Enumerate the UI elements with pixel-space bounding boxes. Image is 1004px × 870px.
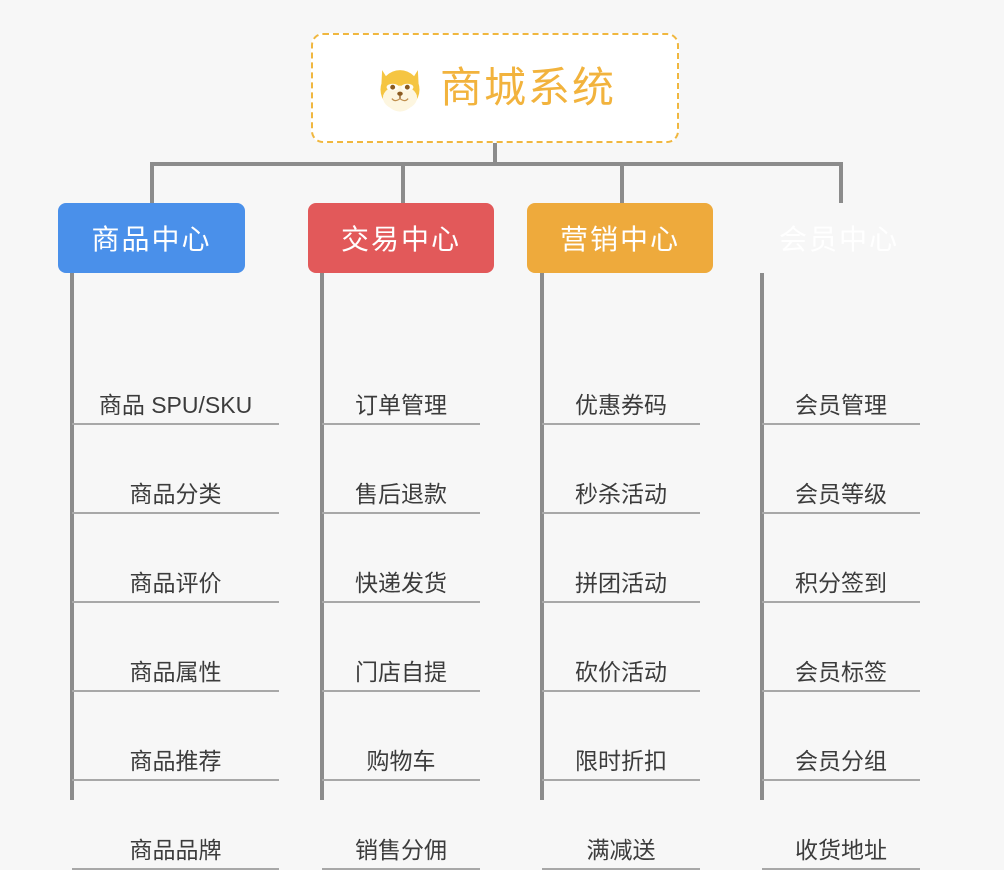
connector-segment (620, 162, 624, 203)
leaf-item[interactable]: 收货地址 (762, 822, 920, 870)
root-node-shop-system[interactable]: 商城系统 (311, 33, 679, 143)
leaf-item-label: 订单管理 (355, 392, 447, 418)
leaf-item-label: 购物车 (366, 748, 436, 774)
category-column-1: 商品中心商品 SPU/SKU 商品分类商品评价商品属性商品推荐商品品牌 (58, 203, 279, 870)
leaf-item-label: 门店自提 (355, 659, 447, 685)
leaf-item-label: 商品分类 (129, 481, 222, 507)
category-node-label: 会员中心 (778, 224, 899, 255)
connector-segment (493, 143, 497, 166)
leaf-item[interactable]: 商品 SPU/SKU (72, 377, 279, 425)
connector-segment (70, 273, 74, 800)
leaf-item-label: 会员管理 (795, 392, 887, 418)
leaf-item[interactable]: 销售分佣 (322, 822, 480, 870)
leaf-item-label: 商品推荐 (129, 748, 222, 774)
leaf-item[interactable]: 门店自提 (322, 644, 480, 692)
leaf-item-label: 快递发货 (355, 570, 447, 596)
category-node-1[interactable]: 商品中心 (58, 203, 245, 273)
leaf-item[interactable]: 会员标签 (762, 644, 920, 692)
leaf-item-label: 限时折扣 (575, 748, 667, 774)
leaf-item-label: 优惠券码 (575, 392, 667, 418)
leaf-item[interactable]: 商品分类 (72, 466, 279, 514)
leaf-item[interactable]: 会员分组 (762, 733, 920, 781)
connector-segment (760, 273, 764, 800)
leaf-item[interactable]: 商品品牌 (72, 822, 279, 870)
connector-segment (540, 273, 544, 800)
category-node-4[interactable]: 会员中心 (746, 203, 932, 273)
category-column-3: 营销中心优惠券码秒杀活动拼团活动砍价活动限时折扣满减送 (527, 203, 713, 870)
leaf-item[interactable]: 购物车 (322, 733, 480, 781)
leaf-item[interactable]: 快递发货 (322, 555, 480, 603)
leaf-item[interactable]: 会员管理 (762, 377, 920, 425)
leaf-item[interactable]: 秒杀活动 (542, 466, 700, 514)
leaf-item[interactable]: 满减送 (542, 822, 700, 870)
connector-segment (401, 162, 405, 203)
leaf-item[interactable]: 限时折扣 (542, 733, 700, 781)
leaf-item[interactable]: 会员等级 (762, 466, 920, 514)
leaf-item-label: 积分签到 (795, 570, 887, 596)
leaf-item[interactable]: 优惠券码 (542, 377, 700, 425)
leaf-item-label: 会员分组 (795, 748, 887, 774)
category-node-label: 营销中心 (559, 224, 680, 255)
category-column-4: 会员中心会员管理会员等级积分签到会员标签会员分组收货地址 (746, 203, 932, 870)
connector-segment (320, 273, 324, 800)
category-node-label: 商品中心 (91, 224, 212, 255)
leaf-item-label: 砍价活动 (575, 659, 667, 685)
leaf-item[interactable]: 商品评价 (72, 555, 279, 603)
category-node-2[interactable]: 交易中心 (308, 203, 494, 273)
root-node-label: 商城系统 (439, 64, 616, 111)
leaf-item[interactable]: 商品属性 (72, 644, 279, 692)
category-node-3[interactable]: 营销中心 (527, 203, 713, 273)
leaf-item-label: 商品评价 (129, 570, 222, 596)
leaf-item[interactable]: 积分签到 (762, 555, 920, 603)
leaf-item[interactable]: 售后退款 (322, 466, 480, 514)
connector-segment (150, 162, 843, 166)
category-node-label: 交易中心 (340, 224, 461, 255)
connector-segment (839, 162, 843, 203)
leaf-item-label: 商品属性 (129, 659, 222, 685)
dog-face-icon (380, 70, 420, 112)
leaf-item[interactable]: 商品推荐 (72, 733, 279, 781)
leaf-item[interactable]: 拼团活动 (542, 555, 700, 603)
leaf-item-label: 商品 SPU/SKU (98, 392, 253, 418)
leaf-item-label: 售后退款 (355, 481, 447, 507)
leaf-item-label: 秒杀活动 (575, 481, 667, 507)
leaf-item-label: 会员等级 (795, 481, 887, 507)
category-column-2: 交易中心订单管理售后退款快递发货门店自提购物车销售分佣 (308, 203, 494, 870)
leaf-item-label: 拼团活动 (575, 570, 667, 596)
leaf-item[interactable]: 订单管理 (322, 377, 480, 425)
leaf-item-label: 会员标签 (795, 659, 887, 685)
leaf-item[interactable]: 砍价活动 (542, 644, 700, 692)
connector-segment (150, 162, 154, 203)
